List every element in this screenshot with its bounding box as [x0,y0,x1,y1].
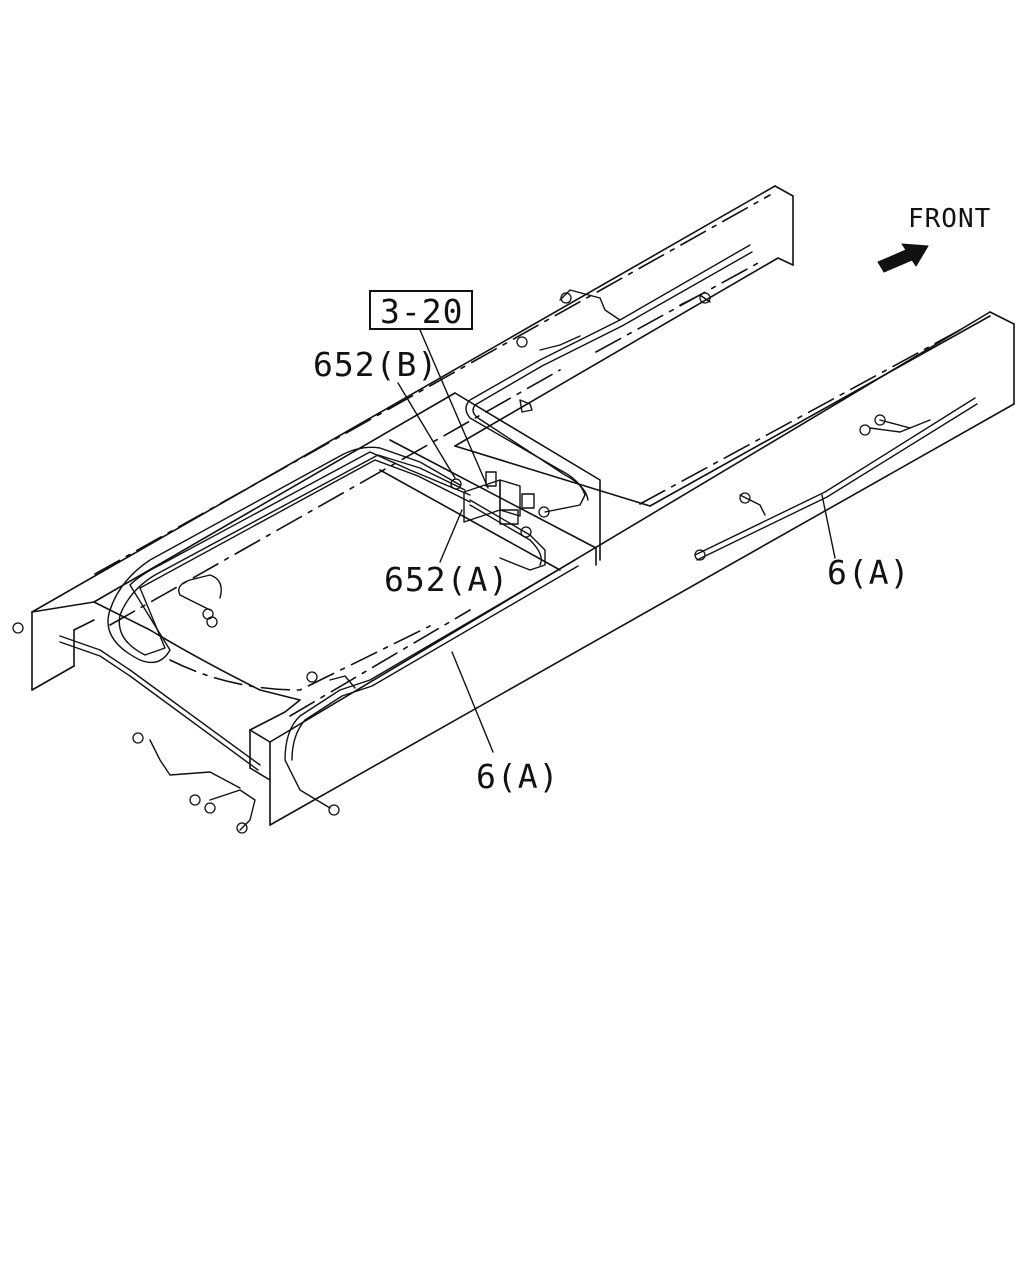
right-frame-rail [250,312,1014,825]
harness-652 [108,447,545,662]
reference-box-label: 3-20 [380,292,464,331]
connector-icon [328,804,340,816]
callout-6a-center[interactable]: 6(A) [476,757,560,796]
callout-6a-right[interactable]: 6(A) [827,553,911,592]
connector-icon [739,492,751,504]
leader-3-20 [420,330,488,488]
left-frame-rail [32,186,793,690]
connector-icon [132,732,144,744]
leader-652a [440,510,462,562]
connector-icon [874,414,886,426]
connector-icon [236,822,248,834]
connector-icon [699,292,711,304]
leader-6a-right [822,495,835,558]
connector-icon [694,549,706,561]
connector-icon [12,622,24,634]
relay-block [464,471,535,525]
leader-652b [398,383,455,478]
leader-lines [398,330,835,752]
connector-icon [520,526,532,538]
connector-icon [189,794,201,806]
connector-icon [306,671,318,683]
cross-member [94,393,650,730]
leader-6a-center [452,652,493,752]
connector-icon [859,424,871,436]
connector-icon [450,478,462,490]
front-label: FRONT [908,204,992,234]
connector-icon [204,802,216,814]
callout-652a[interactable]: 652(A) [384,560,510,599]
reference-box[interactable]: 3-20 [369,290,473,330]
connectors [12,292,886,834]
connector-icon [516,336,528,348]
arrow-front-icon [878,244,928,272]
connector-icon [538,506,550,518]
callout-652b[interactable]: 652(B) [313,345,439,384]
connector-icon [206,616,218,628]
connector-icon [560,292,572,304]
harness-6a [60,245,977,830]
